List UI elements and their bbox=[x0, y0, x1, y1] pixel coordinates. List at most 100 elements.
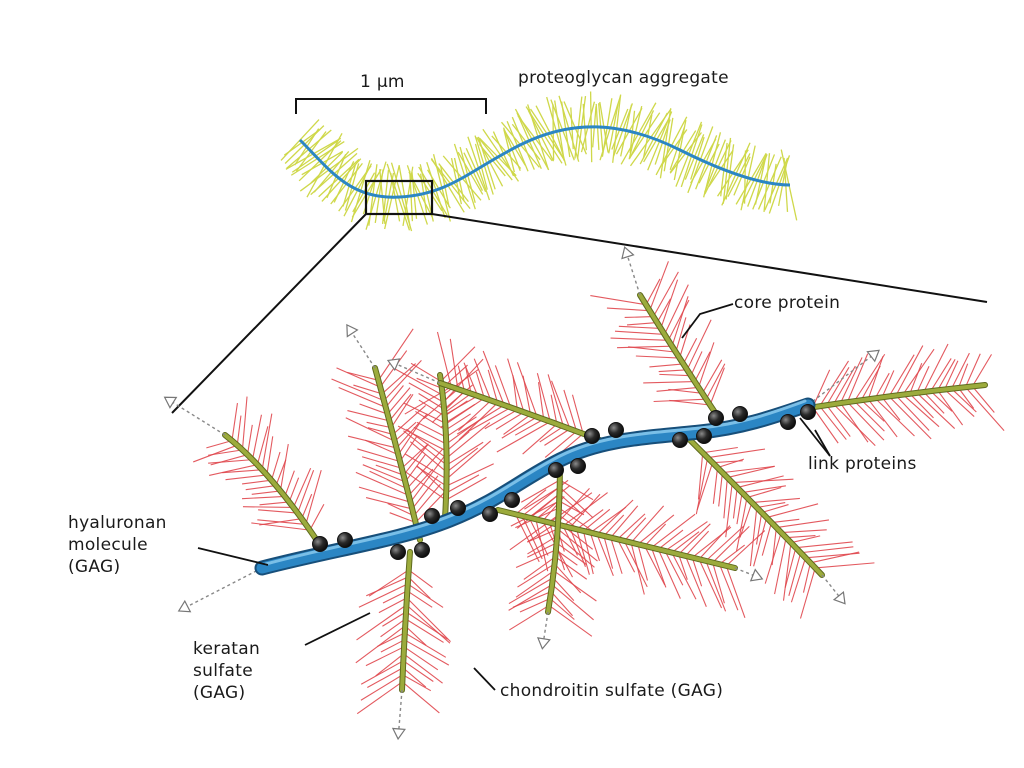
chondroitin-chain bbox=[446, 447, 479, 473]
chondroitin-chain bbox=[446, 422, 491, 459]
chondroitin-chain bbox=[507, 358, 525, 413]
chondroitin-chain bbox=[751, 497, 800, 504]
aggregate-title: proteoglycan aggregate bbox=[518, 68, 729, 88]
chondroitin-chain bbox=[355, 471, 409, 496]
chondroitin-chain bbox=[774, 537, 787, 595]
chondroitin-chain bbox=[404, 632, 447, 658]
chondroitin-chain bbox=[685, 530, 710, 557]
chondroitin-chain bbox=[635, 355, 680, 359]
aggregate-overview bbox=[171, 91, 988, 414]
chondroitin-chain bbox=[365, 439, 399, 456]
chondroitin-chain bbox=[524, 486, 560, 510]
chondroitin-chain bbox=[403, 646, 439, 671]
chondroitin-chain bbox=[222, 469, 263, 474]
chondroitin-chain bbox=[366, 421, 392, 429]
chondroitin-chain bbox=[643, 381, 695, 384]
core-protein bbox=[793, 383, 987, 412]
chondroitin-chain bbox=[270, 451, 281, 481]
chondroitin-chain bbox=[923, 343, 949, 393]
chondroitin-chain bbox=[550, 591, 573, 617]
arrow-head bbox=[177, 599, 192, 613]
link-protein bbox=[732, 406, 748, 422]
arrow-shaft bbox=[821, 574, 840, 597]
chondroitin-chain bbox=[536, 373, 551, 422]
chondroitin-chain bbox=[800, 546, 854, 554]
chondroitin-chain bbox=[799, 567, 816, 619]
chondroitin-chain bbox=[690, 351, 703, 376]
core-protein bbox=[223, 433, 322, 547]
keratan-sulfate-label: keratan sulfate (GAG) bbox=[193, 639, 261, 703]
link-protein bbox=[584, 428, 600, 444]
chondroitin-chain bbox=[755, 512, 763, 545]
chondroitin-chain bbox=[653, 398, 707, 403]
chondroitin-chain bbox=[709, 367, 725, 406]
chondroitin-chain bbox=[209, 464, 258, 476]
chondroitin-chain bbox=[833, 365, 856, 405]
chondroitin-chain bbox=[241, 396, 248, 450]
chondroitin-chain bbox=[378, 597, 408, 614]
chondroitin-chain bbox=[812, 369, 831, 408]
chondroitin-chain bbox=[719, 544, 745, 565]
chondroitin-chain bbox=[603, 535, 614, 569]
chondroitin-chain bbox=[418, 393, 445, 410]
chondroitin-chain bbox=[698, 342, 715, 388]
chondroitin-chain bbox=[402, 681, 440, 714]
chondroitin-chain bbox=[678, 554, 688, 580]
chondroitin-chain bbox=[377, 328, 414, 381]
chondroitin-chain bbox=[554, 563, 582, 594]
chondroitin-chain bbox=[210, 454, 248, 466]
chondroitin-chain bbox=[847, 401, 885, 441]
chondroitin-chain bbox=[930, 358, 952, 392]
chondroitin-chain bbox=[309, 503, 325, 531]
chondroitin-chain bbox=[193, 444, 238, 463]
chondroitin-chain bbox=[874, 372, 890, 399]
chondroitin-chain bbox=[781, 529, 827, 534]
chondroitin-chain bbox=[707, 448, 766, 459]
chondroitin-chain bbox=[413, 483, 441, 517]
chondroitin-chain bbox=[288, 477, 300, 503]
chondroitin-chain bbox=[405, 618, 444, 643]
chondroitin-chain bbox=[446, 441, 484, 466]
link-protein bbox=[548, 462, 564, 478]
chondroitin-chain bbox=[259, 518, 302, 526]
core-protein bbox=[373, 366, 422, 542]
chondroitin-chain bbox=[407, 583, 444, 608]
chondroitin-chain bbox=[951, 388, 977, 413]
chondroitin-chain bbox=[725, 482, 733, 538]
chondroitin-chain bbox=[562, 492, 608, 527]
link-protein bbox=[482, 506, 498, 522]
chondroitin-chain bbox=[445, 413, 471, 431]
link-protein bbox=[800, 404, 816, 420]
chondroitin-chain bbox=[527, 535, 558, 555]
chondroitin-chain bbox=[682, 337, 698, 365]
chondroitin-chain bbox=[403, 402, 446, 424]
chondroitin-chain bbox=[236, 415, 242, 446]
chondroitin-chain bbox=[404, 470, 447, 501]
chondroitin-chain bbox=[436, 331, 452, 387]
aggregate-detail bbox=[163, 246, 1005, 741]
chondroitin-chain bbox=[616, 539, 636, 573]
chondroitin-chain bbox=[786, 535, 816, 539]
chondroitin-chain bbox=[407, 576, 431, 599]
chondroitin-chain bbox=[367, 667, 404, 689]
chondroitin-chain bbox=[457, 365, 466, 392]
chondroitin-chain bbox=[771, 518, 800, 524]
chondroitin-chain bbox=[637, 514, 675, 545]
arrow-head bbox=[536, 637, 551, 650]
chondroitin-chain bbox=[618, 325, 661, 330]
chondroitin-chain bbox=[375, 653, 405, 677]
chondroitin-chain bbox=[644, 523, 667, 547]
chondroitin-chain bbox=[937, 389, 964, 426]
zoom-line-left bbox=[171, 213, 367, 414]
chondroitin-chain bbox=[725, 565, 746, 619]
chondroitin-chain bbox=[696, 462, 714, 510]
chondroitin-chain bbox=[406, 597, 451, 643]
chondroitin-chain bbox=[403, 660, 434, 682]
chondroitin-chain bbox=[630, 542, 645, 595]
keratan-leader bbox=[304, 612, 371, 646]
core-protein-leader bbox=[681, 303, 734, 339]
chondroitin-chain bbox=[628, 346, 676, 353]
chondroitin-chain bbox=[790, 557, 807, 603]
chondroitin-chain bbox=[402, 674, 432, 692]
